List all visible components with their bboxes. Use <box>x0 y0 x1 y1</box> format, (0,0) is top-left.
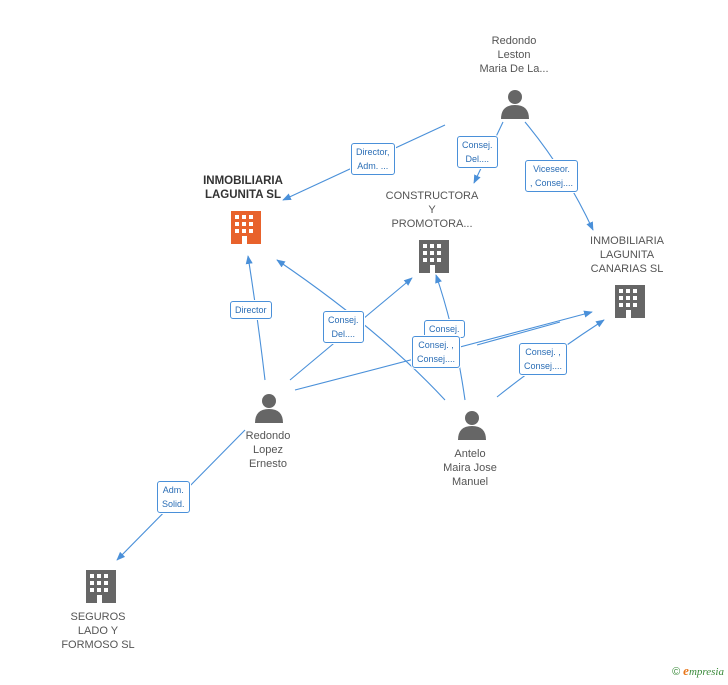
person-icon <box>458 411 486 440</box>
copyright-symbol: © <box>672 666 681 678</box>
node-redondo-lopez-label[interactable]: Redondo Lopez Ernesto <box>245 430 291 470</box>
edge-antelo-to-lagunita <box>276 259 446 401</box>
building-icon <box>419 240 449 273</box>
edge-antelo-cross <box>476 321 561 346</box>
building-icon <box>86 570 116 603</box>
node-constructora-label[interactable]: CONSTRUCTORA Y PROMOTORA... <box>385 190 479 230</box>
building-icon <box>615 285 645 318</box>
person-icon <box>255 394 283 423</box>
edge-label-consej-del-lopez[interactable]: Consej. Del.... <box>323 311 364 343</box>
node-redondo-leston-label[interactable]: Redondo Leston Maria De La... <box>479 35 549 75</box>
edge-label-consej-consej-antelo[interactable]: Consej. , Consej.... <box>519 343 568 375</box>
edge-label-consej-consej-lopez[interactable]: Consej. , Consej.... <box>412 336 461 368</box>
edge-lopez-to-lagunita <box>245 255 266 381</box>
copyright: ©empresia <box>672 663 724 679</box>
node-seguros-label[interactable]: SEGUROS LADO Y FORMOSO SL <box>61 611 135 651</box>
node-antelo-label[interactable]: Antelo Maira Jose Manuel <box>443 448 497 488</box>
node-inmobiliaria-lagunita-label[interactable]: INMOBILIARIA LAGUNITA SL <box>203 175 283 201</box>
building-icon <box>231 211 261 244</box>
edge-label-consej-del-leston[interactable]: Consej. Del.... <box>457 136 498 168</box>
person-icon <box>501 90 529 119</box>
edge-label-director-adm[interactable]: Director, Adm. ... <box>351 143 395 175</box>
edge-label-director[interactable]: Director <box>230 301 272 319</box>
node-inmobiliaria-canarias-label[interactable]: INMOBILIARIA LAGUNITA CANARIAS SL <box>590 235 664 275</box>
brand-logo-text: mpresia <box>688 666 724 678</box>
brand-logo-e: e <box>683 663 689 678</box>
edge-label-adm-solid[interactable]: Adm. Solid. <box>157 481 190 513</box>
edge-label-viceseor[interactable]: Viceseor. , Consej.... <box>525 160 579 192</box>
